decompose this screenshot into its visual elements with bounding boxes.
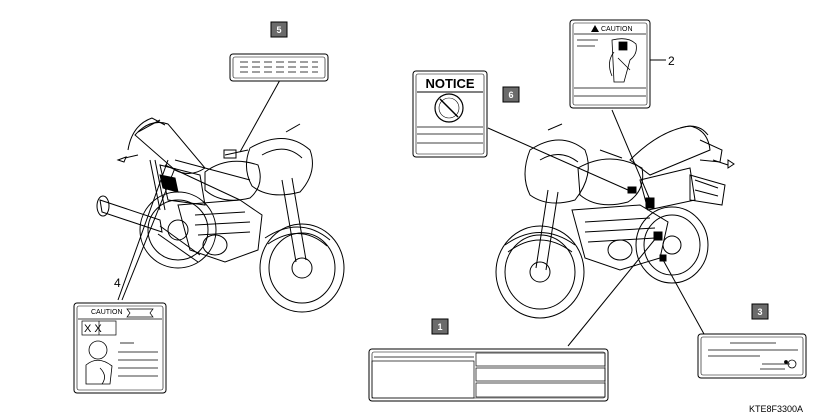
leader-line-4 [117,159,169,301]
label-5: 5 [229,21,329,82]
leader-line-1 [567,237,657,347]
label-4-heading: CAUTION [91,309,123,316]
label-6-heading: NOTICE [425,76,474,91]
label-3: 3 [697,303,807,379]
label-3-badge [751,303,769,320]
label-3-tool-icon [760,359,797,370]
label-2-heading: CAUTION [601,26,633,33]
figure-code: KTE8F3300A [749,404,803,414]
label-2-warning-icon [591,25,599,32]
label-2-number: 2 [668,54,675,68]
leader-line-3 [661,257,705,335]
label-4: 4 CAUTION X X [73,276,167,394]
label-3-number: 3 [757,307,762,317]
label-5-number: 5 [276,25,281,35]
leader-line-6 [487,127,629,191]
label-4-number: 4 [114,276,121,290]
label-6-number: 6 [508,90,513,100]
label-6: 6 NOTICE [412,70,520,158]
label-4-rider-illustration [85,340,113,385]
label-6-prohibition-icon [434,93,464,123]
label-1-number: 1 [437,322,442,332]
label-6-badge [502,86,520,103]
left-motorcycle-illustration [96,117,345,313]
label-5-badge [270,21,288,38]
right-motorcycle-illustration [495,123,735,319]
label-4-marks: X X [84,323,102,335]
leader-line-4b [121,167,176,301]
label-1: 1 [368,318,609,402]
leader-lines [117,79,705,347]
label-2: 2 CAUTION [569,19,675,109]
label-1-badge [431,318,449,335]
label-2-figure-illustration [609,38,637,83]
leader-line-2 [611,109,651,201]
leader-line-5 [239,79,281,153]
